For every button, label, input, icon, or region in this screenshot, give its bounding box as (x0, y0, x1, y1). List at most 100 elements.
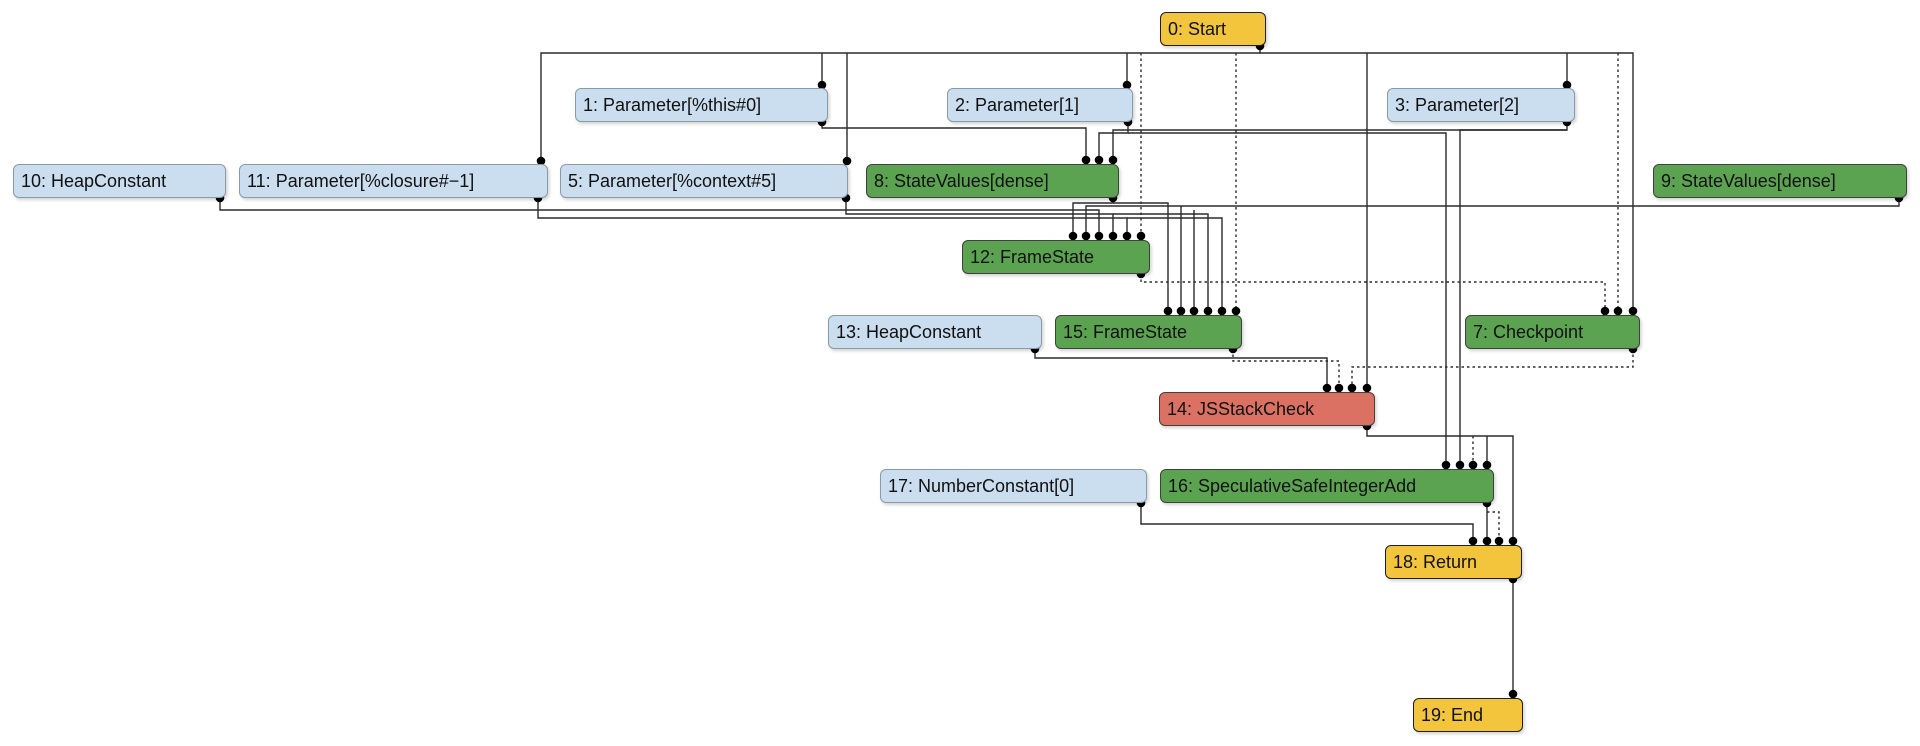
edge-5-12 (841, 193, 1118, 241)
node-7[interactable]: 7: Checkpoint (1465, 315, 1640, 349)
edge-0-12 (1136, 53, 1146, 241)
node-label: 11: Parameter[%closure#−1] (247, 170, 475, 191)
input-port-dot (1094, 155, 1104, 165)
node-label: 8: StateValues[dense] (874, 170, 1049, 191)
input-port-dot (1334, 383, 1344, 393)
node-10[interactable]: 10: HeapConstant (13, 164, 226, 198)
edge-5-15 (1113, 213, 1213, 316)
input-port-dot (1482, 460, 1492, 470)
edge-7-14 (1347, 344, 1638, 393)
edge-16-18 (1482, 498, 1492, 546)
edge-18-19 (1508, 574, 1518, 699)
input-port-dot (1176, 306, 1186, 316)
input-port-dot (1508, 689, 1518, 699)
input-port-dot (1068, 231, 1078, 241)
input-port-dot (1081, 155, 1091, 165)
input-port-dot (1231, 306, 1241, 316)
edge-17-18 (1136, 498, 1478, 546)
input-port-dot (1562, 80, 1572, 90)
edge-3-16 (1455, 129, 1567, 470)
node-label: 9: StateValues[dense] (1661, 170, 1836, 191)
input-port-dot (1494, 536, 1504, 546)
node-5[interactable]: 5: Parameter[%context#5] (560, 164, 848, 198)
edge-0-7 (1613, 53, 1623, 316)
input-port-dot (1628, 306, 1638, 316)
node-14[interactable]: 14: JSStackCheck (1159, 392, 1375, 426)
edge-8-15 (1113, 202, 1173, 316)
input-port-dot (1094, 231, 1104, 241)
node-13[interactable]: 13: HeapConstant (828, 315, 1042, 349)
edge-0-5 (842, 53, 852, 166)
edge-11-12 (533, 193, 1132, 241)
input-port-dot (1508, 536, 1518, 546)
node-label: 10: HeapConstant (21, 170, 167, 191)
node-8[interactable]: 8: StateValues[dense] (866, 164, 1119, 198)
node-label: 16: SpeculativeSafeIntegerAdd (1168, 475, 1417, 496)
edge-3-8 (1108, 117, 1572, 165)
node-18[interactable]: 18: Return (1385, 545, 1522, 579)
edge-9-12 (1081, 193, 1904, 241)
edge-0-2 (1122, 53, 1132, 90)
node-label: 2: Parameter[1] (955, 94, 1080, 115)
edge-16-18 (1487, 511, 1504, 546)
edge-0-1 (817, 53, 827, 90)
input-port-dot (1108, 155, 1118, 165)
input-port-dot (1108, 231, 1118, 241)
edge-13-14 (1030, 344, 1332, 393)
node-label: 19: End (1421, 704, 1484, 725)
node-label: 3: Parameter[2] (1395, 94, 1520, 115)
node-label: 0: Start (1168, 18, 1227, 39)
edge-1-8 (817, 117, 1091, 165)
node-label: 17: NumberConstant[0] (888, 475, 1075, 496)
input-port-dot (1122, 80, 1132, 90)
input-port-dot (536, 156, 546, 166)
node-label: 12: FrameState (970, 246, 1095, 267)
input-port-dot (1347, 383, 1357, 393)
node-label: 14: JSStackCheck (1167, 398, 1315, 419)
input-port-dot (1217, 306, 1227, 316)
node-label: 1: Parameter[%this#0] (583, 94, 762, 115)
input-port-dot (817, 80, 827, 90)
input-port-dot (1600, 306, 1610, 316)
input-port-dot (1441, 460, 1451, 470)
input-port-dot (1136, 231, 1146, 241)
node-16[interactable]: 16: SpeculativeSafeIntegerAdd (1160, 469, 1494, 503)
edge-10-12 (215, 193, 1104, 241)
input-port-dot (1081, 231, 1091, 241)
input-port-dot (1322, 383, 1332, 393)
input-port-dot (1362, 383, 1372, 393)
input-port-dot (1189, 306, 1199, 316)
input-port-dot (1203, 306, 1213, 316)
node-12[interactable]: 12: FrameState (962, 240, 1150, 274)
edge-0-11 (536, 41, 1265, 166)
edge-0-15 (1231, 53, 1241, 316)
node-0[interactable]: 0: Start (1160, 12, 1266, 46)
input-port-dot (1468, 460, 1478, 470)
edge-0-7 (1260, 52, 1638, 316)
input-port-dot (1468, 536, 1478, 546)
edge-0-14 (1362, 53, 1372, 393)
edge-14-16 (1482, 436, 1492, 470)
edge-0-3 (1562, 53, 1572, 90)
node-label: 7: Checkpoint (1473, 321, 1584, 342)
input-port-dot (1613, 306, 1623, 316)
node-label: 5: Parameter[%context#5] (568, 170, 777, 191)
node-3[interactable]: 3: Parameter[2] (1387, 88, 1575, 122)
input-port-dot (1482, 536, 1492, 546)
input-port-dot (1455, 460, 1465, 470)
node-label: 15: FrameState (1063, 321, 1188, 342)
node-9[interactable]: 9: StateValues[dense] (1653, 164, 1907, 198)
node-17[interactable]: 17: NumberConstant[0] (880, 469, 1147, 503)
node-11[interactable]: 11: Parameter[%closure#−1] (239, 164, 548, 198)
node-label: 13: HeapConstant (836, 321, 982, 342)
node-15[interactable]: 15: FrameState (1055, 315, 1242, 349)
node-1[interactable]: 1: Parameter[%this#0] (575, 88, 828, 122)
node-19[interactable]: 19: End (1413, 698, 1523, 732)
node-label: 18: Return (1393, 551, 1478, 572)
edge-11-15 (1127, 217, 1227, 316)
node-2[interactable]: 2: Parameter[1] (947, 88, 1133, 122)
input-port-dot (842, 156, 852, 166)
input-port-dot (1122, 231, 1132, 241)
